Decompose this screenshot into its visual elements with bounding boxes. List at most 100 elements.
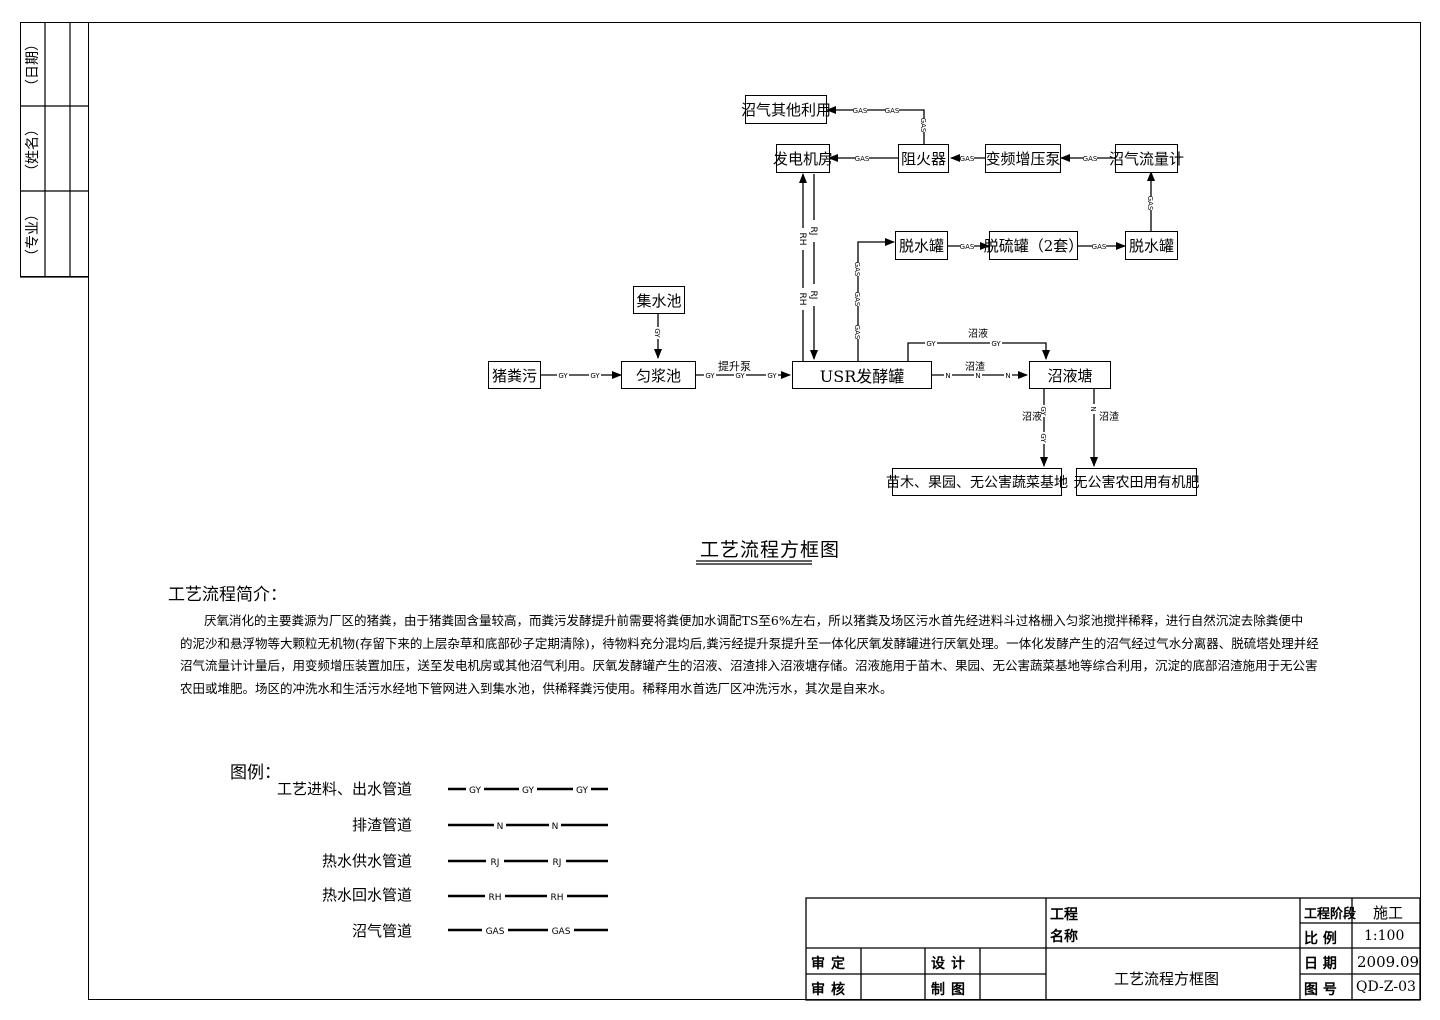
edge-label-slurry-residue-down: 沼渣 bbox=[1099, 412, 1119, 423]
tag-rj: RJ bbox=[808, 220, 820, 242]
tag-gy: GY bbox=[1039, 432, 1049, 444]
node-organic-fertilizer: 无公害农田用有机肥 bbox=[1074, 468, 1200, 496]
edge-label-slurry-residue: 沼渣 bbox=[965, 362, 985, 373]
svg-text:GAS: GAS bbox=[960, 243, 975, 251]
node-biogas-other-use: 沼气其他利用 bbox=[741, 95, 831, 124]
legend-heading: 图例： bbox=[230, 763, 281, 783]
tag-gas: GAS bbox=[960, 242, 975, 251]
tag-gas: GAS bbox=[853, 325, 863, 340]
tag-rh: RH bbox=[797, 288, 809, 310]
svg-text:GY: GY bbox=[767, 372, 777, 380]
tag-gas: GAS bbox=[960, 154, 975, 163]
tag-gy: GY bbox=[557, 371, 569, 380]
tag-gas: GAS bbox=[853, 106, 868, 115]
node-mixing-pool: 匀浆池 bbox=[621, 361, 696, 389]
node-biogas-flow-meter: 沼气流量计 bbox=[1109, 144, 1184, 173]
node-generator-room: 发电机房 bbox=[773, 144, 833, 173]
intro-line: 沼气流量计计量后，用变频增压装置加压，送至发电机房或其他沼气利用。厌氧发酵罐产生… bbox=[180, 658, 1318, 673]
svg-text:RJ: RJ bbox=[808, 227, 818, 236]
tag-gy: GY bbox=[589, 371, 601, 380]
title-block-stage-label: 工程阶段 bbox=[1304, 907, 1357, 922]
svg-text:GAS: GAS bbox=[855, 155, 870, 163]
svg-text:GY: GY bbox=[735, 372, 745, 380]
title-block-date-label: 日 期 bbox=[1304, 956, 1337, 972]
legend-label-rh: 热水回水管道 bbox=[321, 886, 412, 904]
node-dewater-tank-2: 脱水罐 bbox=[1125, 231, 1178, 260]
legend-tag-gas: GAS bbox=[486, 927, 505, 937]
legend-line-samples: GY GY GY N N RJ RJ RH RH GAS GAS bbox=[448, 783, 608, 937]
legend-label-gas: 沼气管道 bbox=[351, 922, 412, 940]
svg-text:RJ: RJ bbox=[808, 291, 818, 300]
intro-line: 厌氧消化的主要粪源为厂区的猪粪，由于猪粪固含量较高，而粪污发酵提升前需要将粪便加… bbox=[204, 613, 1304, 628]
title-block-number-value: QD-Z-03 bbox=[1356, 979, 1416, 995]
tag-gy: GY bbox=[1039, 405, 1049, 417]
drawing-border bbox=[88, 22, 1421, 1000]
node-collection-pool: 集水池 bbox=[633, 286, 685, 314]
legend-label-n: 排渣管道 bbox=[351, 816, 412, 834]
svg-text:GY: GY bbox=[991, 340, 1001, 348]
node-desulfurization-tank: 脱硫罐（2套） bbox=[984, 231, 1083, 260]
svg-text:GY: GY bbox=[1039, 433, 1047, 443]
node-usr-tank: USR发酵罐 bbox=[792, 361, 932, 389]
legend-tag-n: N bbox=[497, 822, 504, 832]
tag-gas: GAS bbox=[1092, 242, 1107, 251]
tag-n: N bbox=[1004, 371, 1012, 380]
tag-gas: GAS bbox=[885, 106, 900, 115]
intro-paragraph: 厌氧消化的主要粪源为厂区的猪粪，由于猪粪固含量较高，而粪污发酵提升前需要将粪便加… bbox=[180, 610, 1320, 700]
svg-text:GAS: GAS bbox=[885, 107, 900, 115]
svg-text:GAS: GAS bbox=[919, 118, 927, 133]
title-block-scale-label: 比 例 bbox=[1304, 931, 1337, 947]
svg-text:GAS: GAS bbox=[960, 155, 975, 163]
svg-text:GY: GY bbox=[558, 372, 568, 380]
title-block-design: 设计 bbox=[931, 956, 971, 972]
tag-rh: RH bbox=[797, 228, 809, 250]
title-block-review: 审核 bbox=[811, 982, 851, 998]
tag-gas: GAS bbox=[853, 292, 863, 307]
title-block-number-label: 图 号 bbox=[1304, 982, 1337, 998]
intro-heading: 工艺流程简介： bbox=[168, 585, 287, 605]
svg-text:GAS: GAS bbox=[1092, 243, 1107, 251]
tag-gy: GY bbox=[653, 327, 663, 339]
tag-gas: GAS bbox=[853, 262, 863, 277]
tag-gy: GY bbox=[734, 371, 746, 380]
title-block-stage-value: 施工 bbox=[1373, 904, 1404, 922]
svg-text:GAS: GAS bbox=[853, 262, 861, 277]
legend-tag-gy: GY bbox=[522, 786, 535, 796]
title-block-project-label-1: 工程 bbox=[1050, 907, 1078, 923]
tag-rj: RJ bbox=[808, 284, 820, 306]
legend-tag-rj: RJ bbox=[491, 858, 500, 868]
title-block-date-value: 2009.09 bbox=[1357, 953, 1420, 971]
edge-label-slurry-liquid: 沼液 bbox=[968, 329, 988, 340]
legend-tag-rh: RH bbox=[488, 893, 501, 903]
svg-text:N: N bbox=[945, 372, 950, 380]
sidebar-lines bbox=[20, 22, 89, 278]
svg-text:RH: RH bbox=[797, 292, 807, 305]
tag-gas: GAS bbox=[855, 154, 870, 163]
title-block-scale-value: 1:100 bbox=[1364, 928, 1405, 944]
tag-gy: GY bbox=[990, 339, 1002, 348]
svg-text:GAS: GAS bbox=[853, 292, 861, 307]
node-vf-booster-pump: 变频增压泵 bbox=[985, 144, 1061, 173]
tag-gas: GAS bbox=[1146, 196, 1156, 211]
legend-tag-rj: RJ bbox=[553, 858, 562, 868]
tag-gy: GY bbox=[925, 339, 937, 348]
diagram-title-underline bbox=[696, 560, 812, 565]
svg-text:GAS: GAS bbox=[853, 107, 868, 115]
node-nursery-farm: 苗木、果园、无公害蔬菜基地 bbox=[886, 468, 1068, 496]
node-flame-arrester: 阻火器 bbox=[898, 144, 949, 173]
tag-n: N bbox=[974, 371, 982, 380]
intro-line: 农田或堆肥。场区的冲洗水和生活污水经地下管网进入到集水池，供稀释粪污使用。稀释用… bbox=[180, 680, 893, 696]
edge-label-slurry-liquid-down: 沼液 bbox=[1022, 412, 1042, 423]
title-block-approve: 审定 bbox=[811, 956, 851, 972]
diagram-title: 工艺流程方框图 bbox=[700, 539, 841, 561]
legend-label-gy: 工艺进料、出水管道 bbox=[276, 780, 412, 798]
svg-text:RH: RH bbox=[797, 232, 807, 245]
node-pig-manure: 猪粪污 bbox=[488, 361, 541, 389]
intro-line: 的泥沙和悬浮物等大颗粒无机物(存留下来的上层杂草和底部砂子定期清除)，待物料充分… bbox=[180, 635, 1319, 651]
title-block-draw: 制图 bbox=[931, 982, 971, 998]
svg-text:GY: GY bbox=[590, 372, 600, 380]
legend-tag-gy: GY bbox=[469, 786, 482, 796]
legend-tag-rh: RH bbox=[550, 893, 563, 903]
